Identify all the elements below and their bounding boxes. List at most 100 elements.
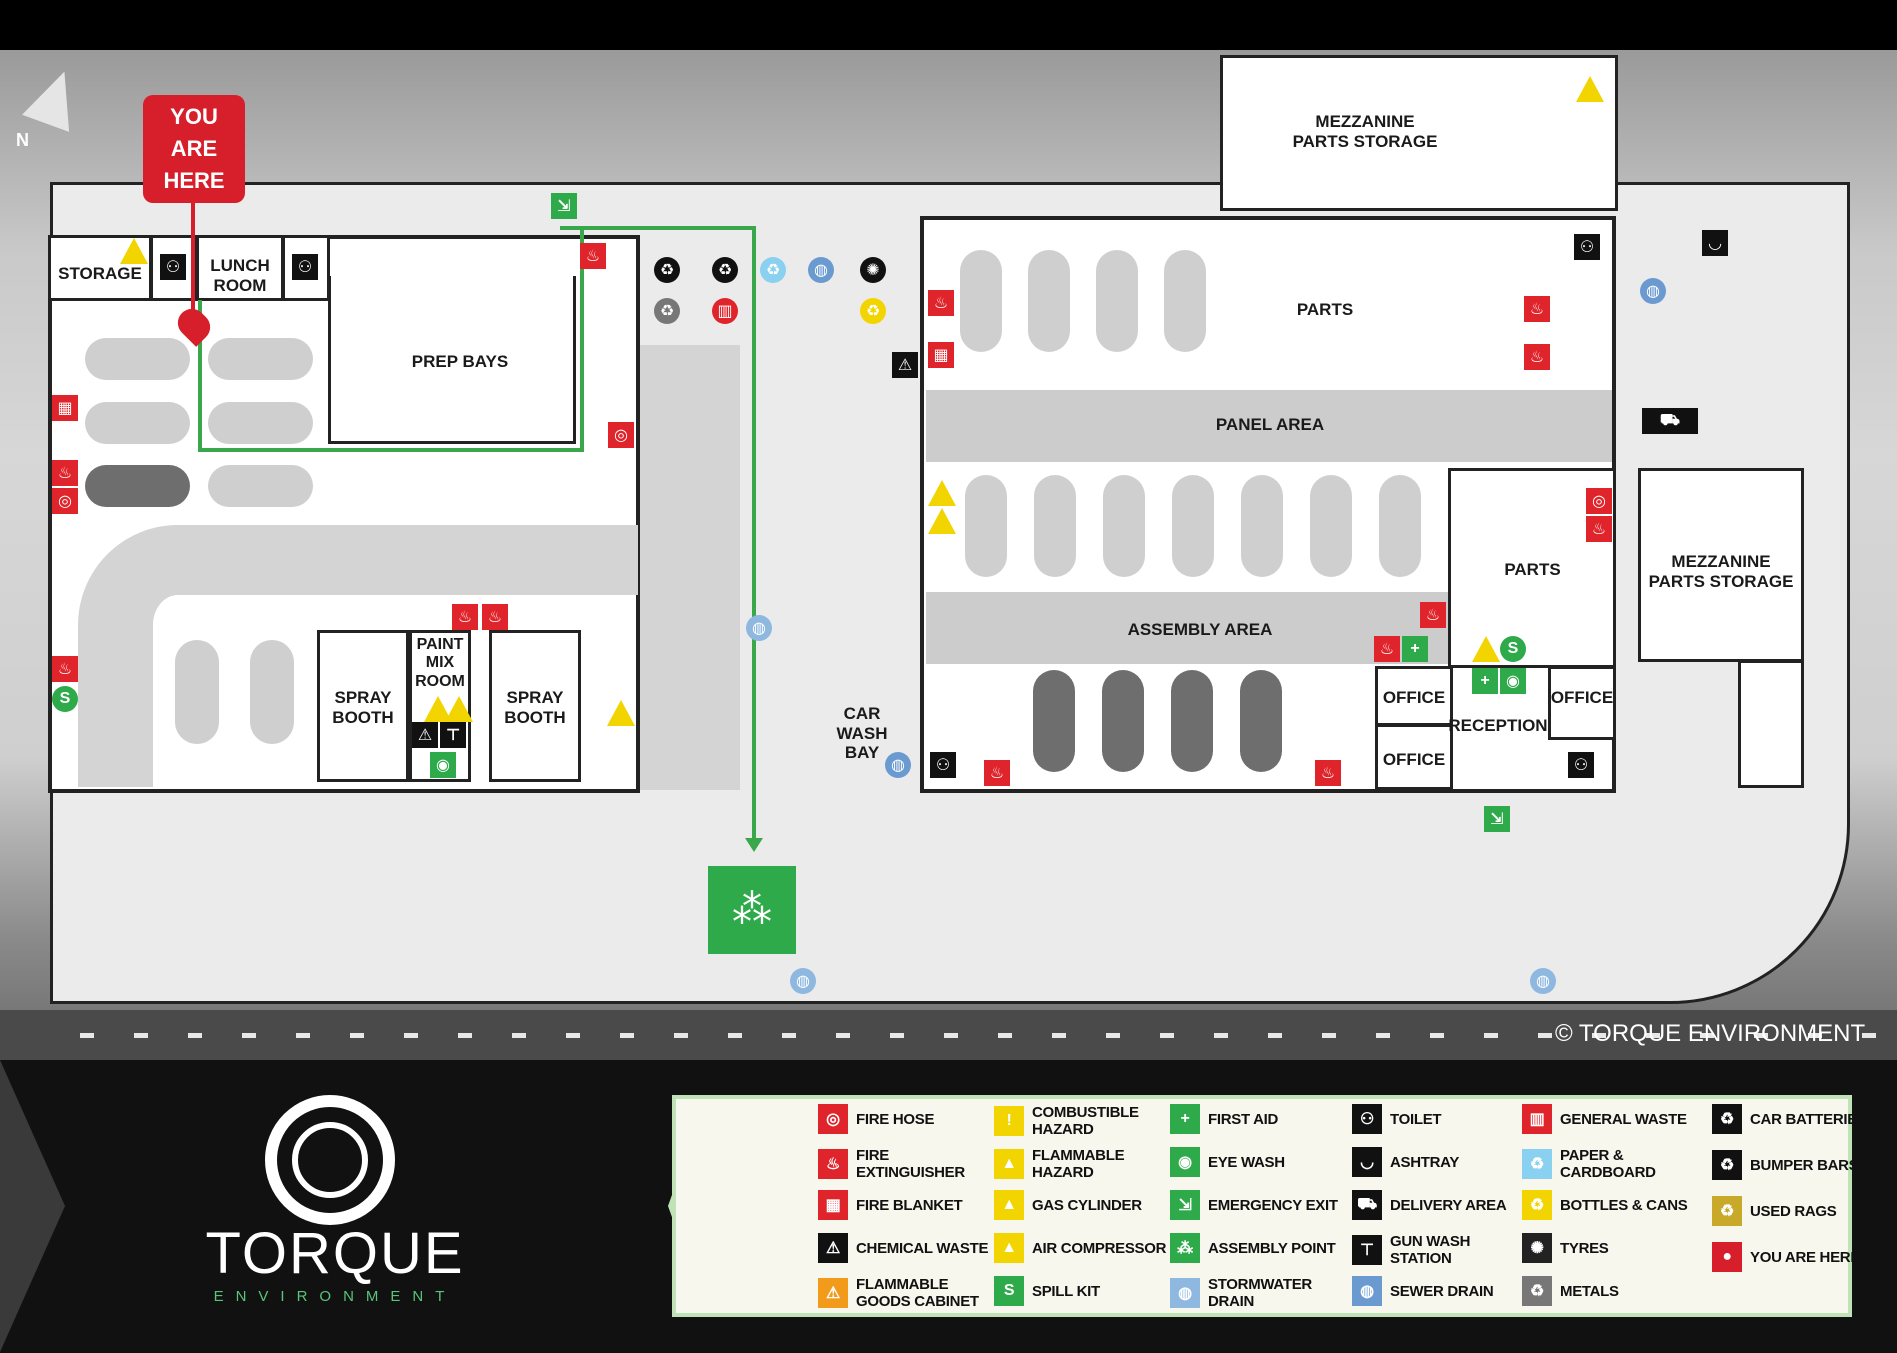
stormwater-drain-icon: ◍ — [790, 968, 816, 994]
reception-label: RECEPTION — [1448, 716, 1548, 735]
legend-label: SPILL KIT — [1032, 1282, 1100, 1300]
evacuation-route — [560, 226, 756, 230]
fire-hose-icon: ◎ — [1586, 488, 1612, 514]
delivery-area-icon: ⛟ — [1642, 408, 1698, 434]
legend-item: ◍SEWER DRAIN — [1352, 1276, 1494, 1306]
road-marking — [1592, 1033, 1606, 1038]
legend-label: TYRES — [1560, 1239, 1609, 1257]
legend-item: ▦FIRE BLANKET — [818, 1190, 963, 1220]
road-marking — [728, 1033, 742, 1038]
legend-item: ⚇TOILET — [1352, 1104, 1442, 1134]
legend-item: ♻METALS — [1522, 1276, 1619, 1306]
spill-kit-icon: S — [994, 1276, 1024, 1306]
stormwater-drain-icon: ◍ — [1530, 968, 1556, 994]
ashtray-icon: ◡ — [1702, 230, 1728, 256]
fire-extinguisher-icon: ♨ — [1586, 516, 1612, 542]
assembly-point-icon: ⁂ — [708, 866, 796, 954]
mezzanine-top-line1: MEZZANINE — [1315, 112, 1415, 131]
metals-icon: ♻ — [654, 298, 680, 324]
office-1-label: OFFICE — [1382, 688, 1446, 707]
gas-cylinder-icon: ▲ — [994, 1190, 1024, 1220]
fire-hose-icon: ◎ — [608, 422, 634, 448]
paper-cardboard-icon: ♻ — [1522, 1149, 1552, 1179]
legend-label: FIRST AID — [1208, 1110, 1279, 1128]
parked-car — [208, 465, 313, 507]
delivery-area-icon: ⛟ — [1352, 1190, 1382, 1220]
toilet-icon: ⚇ — [292, 254, 318, 280]
eye-wash-icon: ◉ — [1170, 1147, 1200, 1177]
gas-cylinder-icon — [928, 508, 956, 534]
first-aid-icon: + — [1402, 636, 1428, 662]
road-marking — [458, 1033, 472, 1038]
fire-extinguisher-icon: ♨ — [1374, 636, 1400, 662]
panel-area-label: PANEL AREA — [1215, 415, 1325, 434]
legend-label: FLAMMABLE HAZARD — [1032, 1147, 1125, 1181]
fire-extinguisher-icon: ♨ — [580, 243, 606, 269]
metals-icon: ♻ — [1522, 1276, 1552, 1306]
legend-label: EYE WASH — [1208, 1153, 1285, 1171]
legend-item: ▲GAS CYLINDER — [994, 1190, 1142, 1220]
road-marking — [1484, 1033, 1498, 1038]
legend-item: S SPILL KIT — [994, 1276, 1100, 1306]
legend-item: ▲ AIR COMPRESSOR — [994, 1233, 1166, 1263]
legend-item: ⛟ DELIVERY AREA — [1352, 1190, 1507, 1220]
bottles-cans-icon: ♻ — [1522, 1190, 1552, 1220]
office-1 — [1375, 666, 1453, 726]
lunch-room-label-line1: LUNCH — [210, 256, 270, 275]
legend-label: FIRE EXTINGUISHER — [856, 1147, 965, 1181]
road-marking — [134, 1033, 148, 1038]
spray-booth-2-label-line1: SPRAY — [506, 688, 564, 707]
road-marking — [1376, 1033, 1390, 1038]
parked-car — [965, 475, 1007, 577]
legend-item: ▲ FLAMMABLE HAZARD — [994, 1147, 1174, 1181]
parts-mid-label: PARTS — [1504, 560, 1561, 579]
car-on-hoist — [1240, 670, 1282, 772]
legend-label: AIR COMPRESSOR — [1032, 1239, 1167, 1257]
car-wash-bay-label: CAR WASH BAY — [822, 704, 902, 763]
road-marking — [188, 1033, 202, 1038]
first-aid-icon: + — [1472, 668, 1498, 694]
mezzanine-right — [1638, 468, 1804, 662]
fire-extinguisher-icon: ♨ — [482, 604, 508, 630]
fire-extinguisher-icon: ♨ — [452, 604, 478, 630]
spray-booth-1-label-line1: SPRAY — [334, 688, 392, 707]
road-marking — [1808, 1033, 1822, 1038]
air-compressor-icon — [120, 238, 148, 264]
mezzanine-right-ext — [1738, 660, 1804, 788]
road-marking — [998, 1033, 1012, 1038]
road-marking — [1322, 1033, 1336, 1038]
legend-label: BOTTLES & CANS — [1560, 1196, 1688, 1214]
parked-car — [208, 402, 313, 444]
mezzanine-top-label: MEZZANINE PARTS STORAGE — [1290, 112, 1440, 151]
legend-item: ◎FIRE HOSE — [818, 1104, 934, 1134]
road-marking — [1268, 1033, 1282, 1038]
air-compressor-icon: ▲ — [994, 1233, 1024, 1263]
fire-blanket-icon: ▦ — [928, 342, 954, 368]
combustible-hazard-icon: ! — [994, 1106, 1024, 1136]
legend-label: FIRE HOSE — [856, 1110, 935, 1128]
footer-chevron — [0, 1060, 65, 1352]
parked-car — [1028, 250, 1070, 352]
you-are-here-marker: YOU ARE HERE — [143, 95, 245, 203]
mezzanine-top — [1220, 55, 1618, 211]
legend-label: BUMPER BARS — [1750, 1156, 1859, 1174]
toilet-icon: ⚇ — [1352, 1104, 1382, 1134]
legend-label: DELIVERY AREA — [1390, 1196, 1507, 1214]
parked-car — [208, 338, 313, 380]
paint-mix-label-line1: PAINT — [416, 636, 464, 653]
road-marking — [1214, 1033, 1228, 1038]
evacuation-route — [580, 228, 584, 452]
parked-car — [1172, 475, 1214, 577]
toilet-icon: ⚇ — [1568, 752, 1594, 778]
legend-item: ♻CAR BATTERIES — [1712, 1104, 1867, 1134]
general-waste-icon: ▥ — [712, 298, 738, 324]
first-aid-icon: + — [1170, 1104, 1200, 1134]
flammable-hazard-icon: ▲ — [994, 1149, 1024, 1179]
parked-car — [1379, 475, 1421, 577]
road-marking — [1160, 1033, 1174, 1038]
you-are-here-icon: ● — [1712, 1242, 1742, 1272]
you-are-here-pointer — [191, 203, 195, 315]
legend-item: ♻ BOTTLES & CANS — [1522, 1190, 1688, 1220]
route-arrowhead-icon — [745, 838, 763, 852]
assembly-area-label: ASSEMBLY AREA — [1127, 620, 1273, 639]
